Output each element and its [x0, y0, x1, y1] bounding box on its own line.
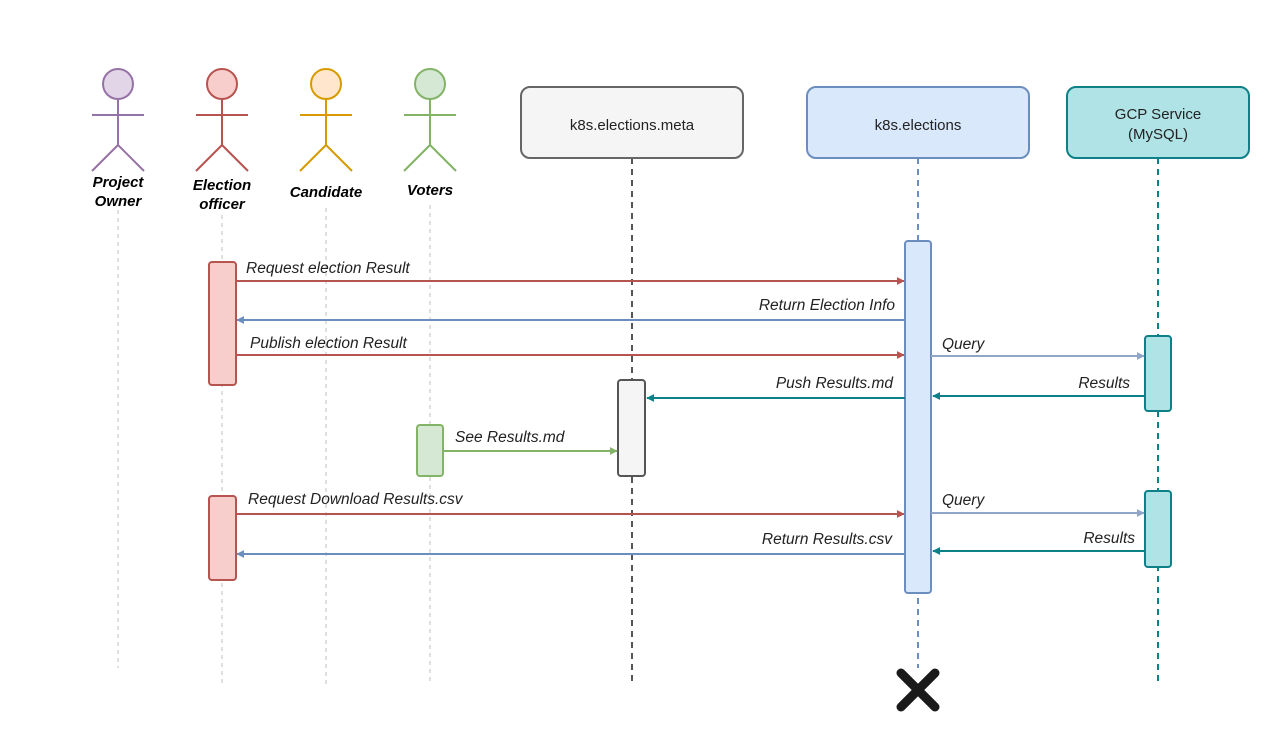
actor-election-officer: Election officer — [193, 68, 251, 213]
participant-box — [806, 86, 1030, 159]
activation-bar-gcp — [1144, 335, 1172, 412]
actor-voters: Voters — [403, 68, 457, 199]
actor-right-leg — [117, 144, 145, 172]
message-label: Return Election Info — [759, 297, 896, 314]
message-label: Push Results.md — [776, 375, 895, 392]
actor-head — [414, 68, 446, 100]
participant-box — [1066, 86, 1250, 159]
participant-gcp-service: GCP Service (MySQL) — [1066, 86, 1250, 159]
activation-bar-meta — [617, 379, 646, 477]
participant-box — [520, 86, 744, 159]
actor-label-line: Owner — [95, 193, 143, 210]
actor-left-leg — [299, 144, 327, 172]
activation-bar-officer — [208, 495, 237, 581]
actor-right-leg — [221, 144, 249, 172]
message-label: Results — [1083, 530, 1135, 547]
x-mark-icon — [896, 668, 940, 712]
message-label: See Results.md — [455, 429, 566, 446]
message-label: Query — [942, 492, 985, 509]
message-label: Results — [1078, 375, 1130, 392]
actor-right-leg — [325, 144, 353, 172]
message-label: Return Results.csv — [762, 531, 893, 548]
actor-label-line: Election — [193, 177, 251, 194]
participant-label: GCP Service — [1115, 106, 1201, 123]
actor-label-line: officer — [199, 196, 246, 213]
actor-label-line: Candidate — [290, 184, 363, 201]
activation-bar-officer — [208, 261, 237, 386]
message-label: Query — [942, 336, 985, 353]
actor-head — [310, 68, 342, 100]
participant-label: k8s.elections.meta — [570, 117, 695, 134]
actor-candidate: Candidate — [290, 68, 363, 201]
participant-k8s-elections: k8s.elections — [806, 86, 1030, 159]
actor-head — [102, 68, 134, 100]
message-label: Publish election Result — [250, 335, 408, 352]
actor-left-leg — [195, 144, 223, 172]
participant-label: (MySQL) — [1128, 126, 1188, 143]
message-label: Request Download Results.csv — [248, 491, 464, 508]
actor-project-owner: Project Owner — [91, 68, 145, 210]
participant-label: k8s.elections — [875, 117, 962, 134]
activation-bar-elections — [904, 240, 932, 594]
actor-label-line: Project — [93, 174, 145, 191]
actor-left-leg — [91, 144, 119, 172]
activation-bar-voters — [416, 424, 444, 477]
activation-bar-gcp — [1144, 490, 1172, 568]
actor-label-line: Voters — [407, 182, 453, 199]
participant-k8s-elections-meta: k8s.elections.meta — [520, 86, 744, 159]
actor-right-leg — [429, 144, 457, 172]
actor-head — [206, 68, 238, 100]
actor-left-leg — [403, 144, 431, 172]
message-label: Request election Result — [246, 260, 410, 277]
